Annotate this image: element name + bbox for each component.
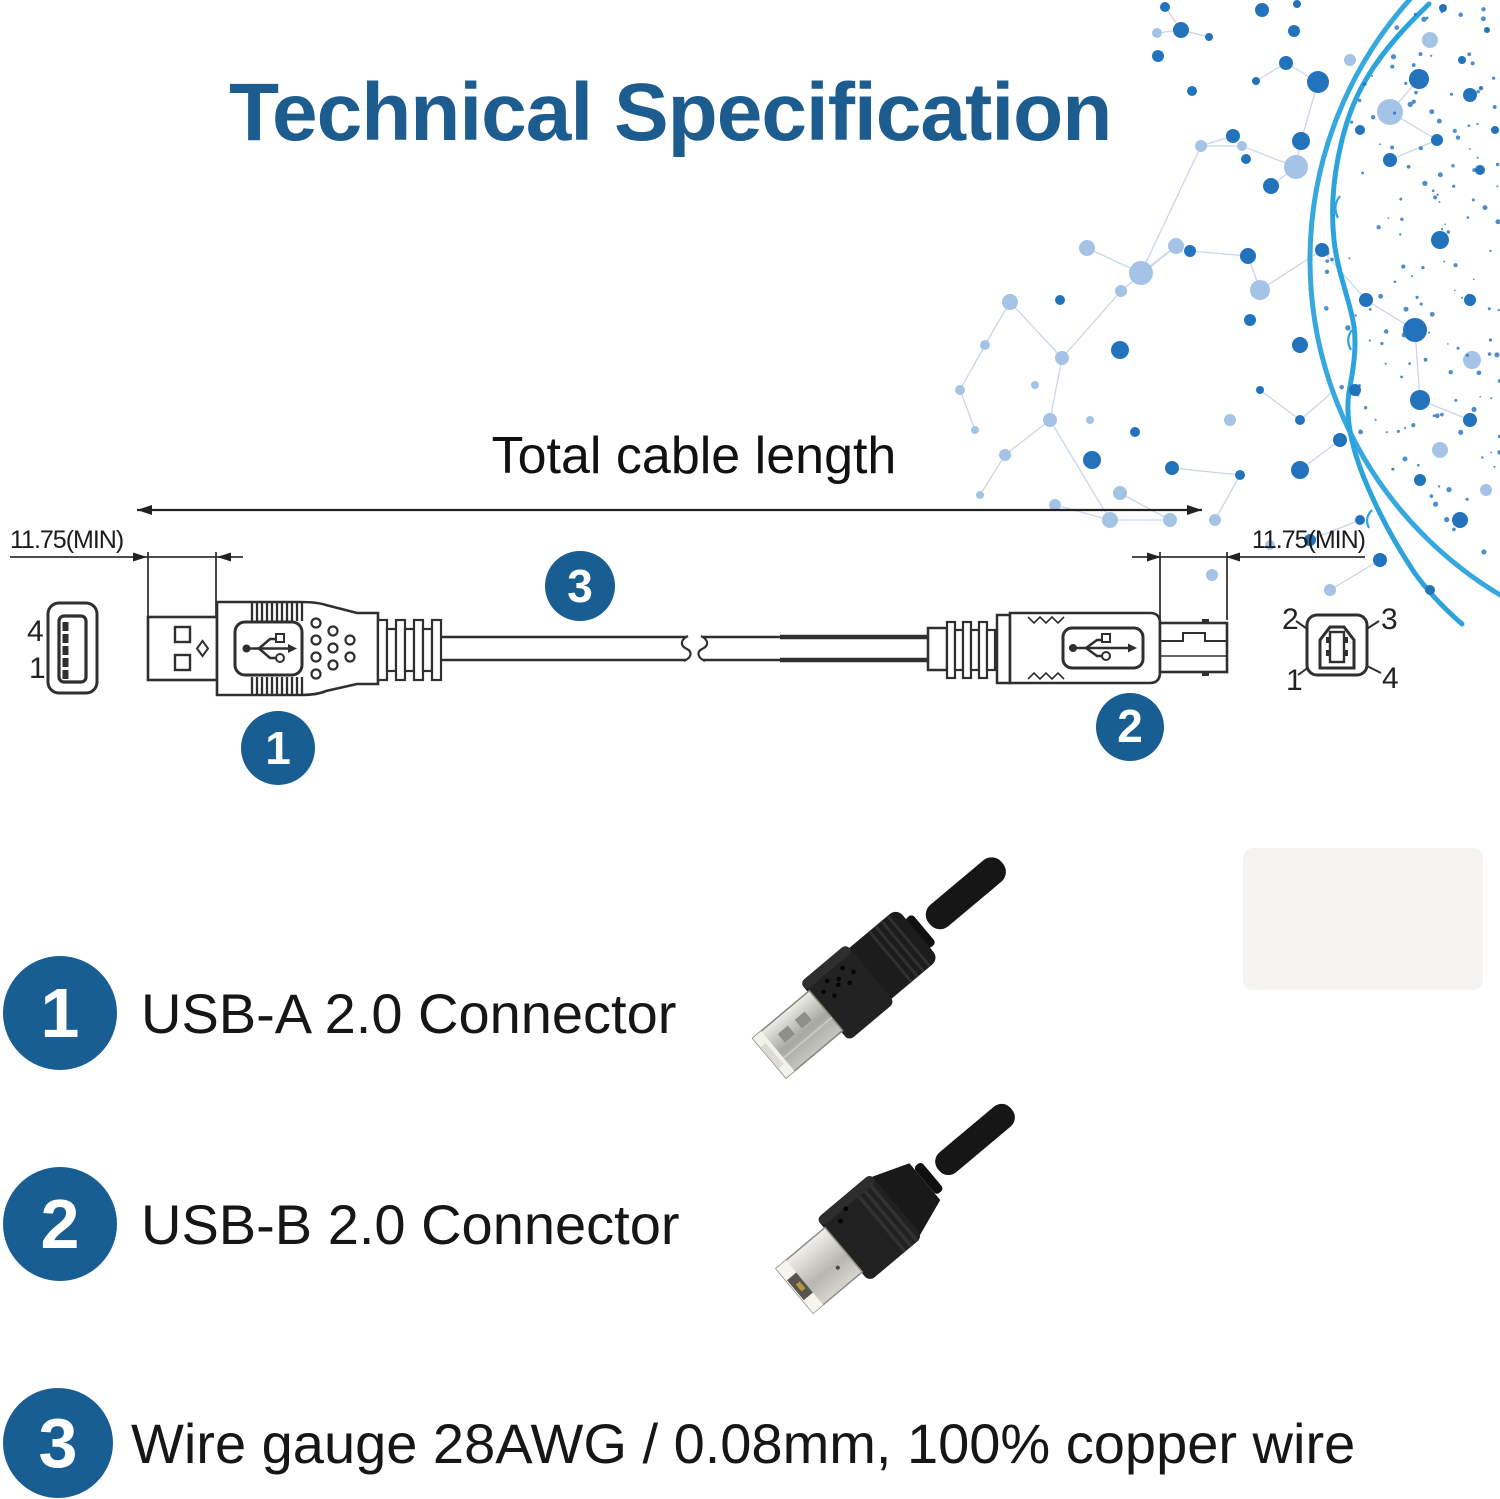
right-dim-label: 11.75(MIN) xyxy=(1252,526,1365,554)
svg-text:2: 2 xyxy=(1117,700,1143,752)
strain-relief-a xyxy=(376,618,443,682)
photo-background-patch xyxy=(1243,848,1483,990)
network-globe-decoration xyxy=(955,0,1500,627)
legend-label-usb-a: USB-A 2.0 Connector xyxy=(141,981,677,1045)
usb-a-pin-4-label: 4 xyxy=(27,615,44,648)
usb-a-plug-drawing xyxy=(146,600,443,697)
legend-label-wire-gauge: Wire gauge 28AWG / 0.08mm, 100% copper w… xyxy=(131,1411,1356,1475)
usb-trident-icon xyxy=(1069,633,1137,661)
badge-1: 1 xyxy=(241,711,315,785)
legend-badge-1-number: 1 xyxy=(40,974,80,1052)
legend-label-usb-b: USB-B 2.0 Connector xyxy=(141,1192,680,1256)
legend-badge-2-number: 2 xyxy=(40,1185,80,1263)
page-title: Technical Specification xyxy=(229,67,1112,158)
usb-b-pin-3-label: 3 xyxy=(1381,603,1398,636)
usb-b-plug-drawing xyxy=(926,611,1229,685)
left-dimension: 11.75(MIN) xyxy=(10,526,243,616)
legend-item-usb-b: 2 USB-B 2.0 Connector xyxy=(3,1167,679,1281)
total-length-dimension: Total cable length xyxy=(137,427,1202,515)
usb-a-receptacle-front: 4 1 xyxy=(27,601,99,695)
usb-b-pin-4-label: 4 xyxy=(1382,662,1399,695)
svg-text:1: 1 xyxy=(265,722,291,774)
usb-a-pin-1-label: 1 xyxy=(29,652,46,685)
legend-badge-2: 2 xyxy=(3,1167,117,1281)
legend-badge-3: 3 xyxy=(3,1388,113,1498)
left-dim-label: 11.75(MIN) xyxy=(10,526,123,554)
usb-a-photo xyxy=(751,857,1006,1080)
usb-b-receptacle-front: 2 3 1 4 xyxy=(1282,603,1399,697)
connector-photos xyxy=(751,848,1483,1315)
legend-item-wire-gauge: 3 Wire gauge 28AWG / 0.08mm, 100% copper… xyxy=(3,1386,1355,1499)
total-length-label: Total cable length xyxy=(492,427,897,485)
right-dimension: 11.75(MIN) xyxy=(1132,526,1366,620)
legend-badge-1: 1 xyxy=(3,956,117,1070)
legend-badge-3-number: 3 xyxy=(38,1404,78,1482)
usb-b-photo xyxy=(774,1103,1015,1315)
badge-3: 3 xyxy=(545,551,615,621)
svg-text:3: 3 xyxy=(567,560,593,612)
cable-line xyxy=(441,634,928,663)
usb-b-pin-1-label: 1 xyxy=(1286,664,1303,697)
usb-b-pin-2-label: 2 xyxy=(1282,603,1299,636)
usb-trident-icon xyxy=(242,633,297,663)
legend-item-usb-a: 1 USB-A 2.0 Connector xyxy=(3,956,676,1070)
cable-technical-diagram: Total cable length 11.75(MIN) 11.75(MIN) xyxy=(10,427,1399,785)
badge-2: 2 xyxy=(1096,693,1164,761)
